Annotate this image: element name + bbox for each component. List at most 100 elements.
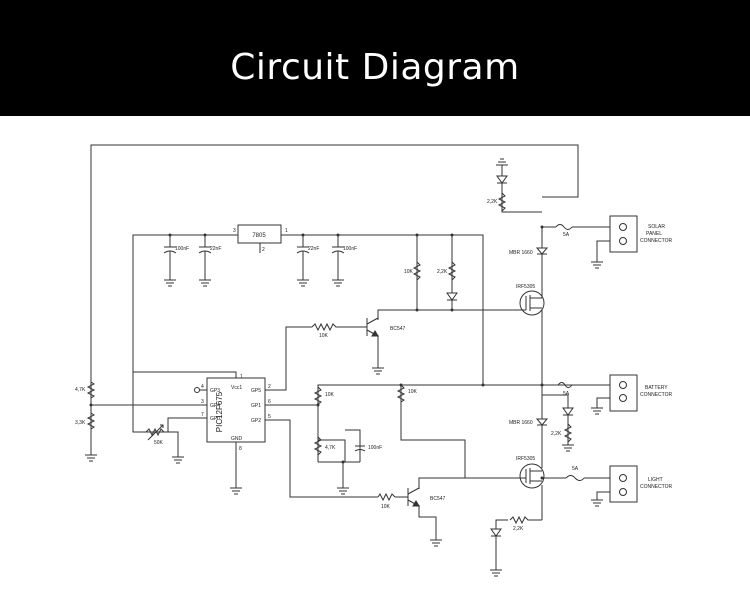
ground-symbol <box>496 158 508 166</box>
circuit-schematic: 7805 3 1 2 PIC12F675 Vcc1 GND GP3 GP4 GP… <box>75 144 673 577</box>
mcu-pin-5: 5 <box>268 414 271 420</box>
junction-dot <box>301 233 305 237</box>
diode-mbr1660-bottom <box>535 418 549 426</box>
label-r-gp1-gnd: 4,7K <box>325 445 336 451</box>
battery-connector <box>609 374 638 412</box>
junction-dot <box>316 403 320 407</box>
label-fuse-solar: 5A <box>563 232 570 238</box>
label-pot: 50K <box>154 440 164 446</box>
wire-q2-emitter <box>418 505 437 540</box>
junction-dot <box>341 460 345 464</box>
mcu-pin-6: 6 <box>268 399 271 405</box>
ground-symbol <box>591 499 603 507</box>
mcu-gp4-label: GP4 <box>210 403 220 409</box>
regulator-pin-out: 1 <box>285 228 288 234</box>
fuse-solar <box>555 224 573 230</box>
label-cap-100nf-out: 100nF <box>343 246 357 252</box>
ground-symbol <box>230 487 242 495</box>
ground-symbol <box>430 539 442 547</box>
mcu-pin-8: 8 <box>239 446 242 452</box>
label-r-div-top: 4,7K <box>75 387 86 393</box>
junction-dot <box>540 476 544 480</box>
led-light <box>490 528 502 537</box>
solar-panel-connector <box>609 215 638 253</box>
ground-symbol <box>337 487 349 495</box>
label-q1: BC547 <box>390 326 406 332</box>
resistor-4-7k-divider <box>86 380 96 399</box>
mcu-pin-2: 2 <box>268 384 271 390</box>
battery-connector-label-2: CONNECTOR <box>640 392 673 398</box>
ground-symbol <box>172 456 184 464</box>
capacitor-22nf-out <box>296 235 310 280</box>
resistor-10k-rail <box>412 261 422 281</box>
label-r-solar-led: 2,2K <box>487 199 498 205</box>
junction-dot <box>399 383 403 387</box>
solar-connector-label-3: CONNECTOR <box>640 238 673 244</box>
label-r-bat-sense: 10K <box>408 389 418 395</box>
ground-symbol <box>85 454 97 462</box>
mcu-gp3-label: GP3 <box>210 388 220 394</box>
label-r-gate-top: 10K <box>404 269 414 275</box>
label-q2: BC547 <box>430 496 446 502</box>
wire-gp5 <box>265 326 312 391</box>
label-r-div-bot: 3,3K <box>75 420 86 426</box>
ground-symbol <box>164 279 176 287</box>
mcu-label: PIC12F675 <box>215 391 224 432</box>
mcu-gp5-label: GP5 <box>251 388 261 394</box>
label-fuse-light: 5A <box>572 466 579 472</box>
light-connector <box>609 465 638 503</box>
ground-symbol <box>372 367 384 375</box>
junction-dot <box>415 308 419 312</box>
wire-light-led2 <box>495 519 508 570</box>
junction-dot <box>168 233 172 237</box>
mcu-vcc-label: Vcc1 <box>231 385 242 391</box>
label-r-q2-base: 10K <box>381 504 391 510</box>
regulator-label: 7805 <box>252 233 266 239</box>
label-r-light-led: 2,2K <box>513 526 524 532</box>
led-battery <box>562 407 574 416</box>
mcu-gnd-label: GND <box>231 436 243 442</box>
junction-dot <box>540 225 544 229</box>
mcu-gp2-label: GP2 <box>251 418 261 424</box>
fuse-battery <box>557 382 573 388</box>
page-title: Circuit Diagram <box>230 47 520 88</box>
resistor-2-2k-battery-led <box>563 423 573 443</box>
junction-dot <box>481 383 485 387</box>
wire-solar-led <box>501 165 542 213</box>
wire-light-gnd <box>596 491 610 500</box>
mosfet-irf5305-bottom <box>519 463 545 489</box>
resistor-2-2k-rail <box>447 261 457 281</box>
ground-symbol <box>297 279 309 287</box>
resistor-10k-gp1 <box>313 386 323 405</box>
regulator-pin-in: 3 <box>233 228 236 234</box>
wire-gp2 <box>265 419 378 498</box>
label-mosfet-bottom: IRF5305 <box>516 456 535 462</box>
mosfet-irf5305-top <box>519 290 545 316</box>
led-solar <box>496 175 508 184</box>
ground-symbol <box>591 407 603 415</box>
wire-gp1-cap <box>345 429 361 462</box>
ground-symbol <box>490 569 502 577</box>
wire-gp1 <box>265 384 483 406</box>
wire-solar-gnd <box>596 240 610 262</box>
resistor-4-7k-gp1 <box>313 436 323 456</box>
resistor-2-2k-light-led <box>509 515 530 525</box>
label-r-batt-led: 2,2K <box>551 431 562 437</box>
mcu-pin-3: 3 <box>201 399 204 405</box>
capacitor-100nf-in <box>163 235 177 280</box>
label-r-q1-base: 10K <box>319 333 329 339</box>
wire-gp0 <box>167 417 207 432</box>
diode-mbr1660-top <box>535 247 549 255</box>
label-diode-top: MBR 1660 <box>509 250 533 256</box>
transistor-bc547-q2 <box>407 487 420 507</box>
mcu-pin-4: 4 <box>201 384 204 390</box>
junction-dot <box>89 403 93 407</box>
regulator-7805 <box>237 224 282 244</box>
light-connector-label-1: LIGHT <box>648 477 663 483</box>
label-diode-bottom: MBR 1660 <box>509 420 533 426</box>
regulator-pin-gnd: 2 <box>262 247 265 253</box>
light-connector-label-2: CONNECTOR <box>640 484 673 490</box>
wire-q2-collector <box>418 477 520 489</box>
wire-pot <box>160 431 179 457</box>
resistor-10k-q1 <box>311 322 338 332</box>
